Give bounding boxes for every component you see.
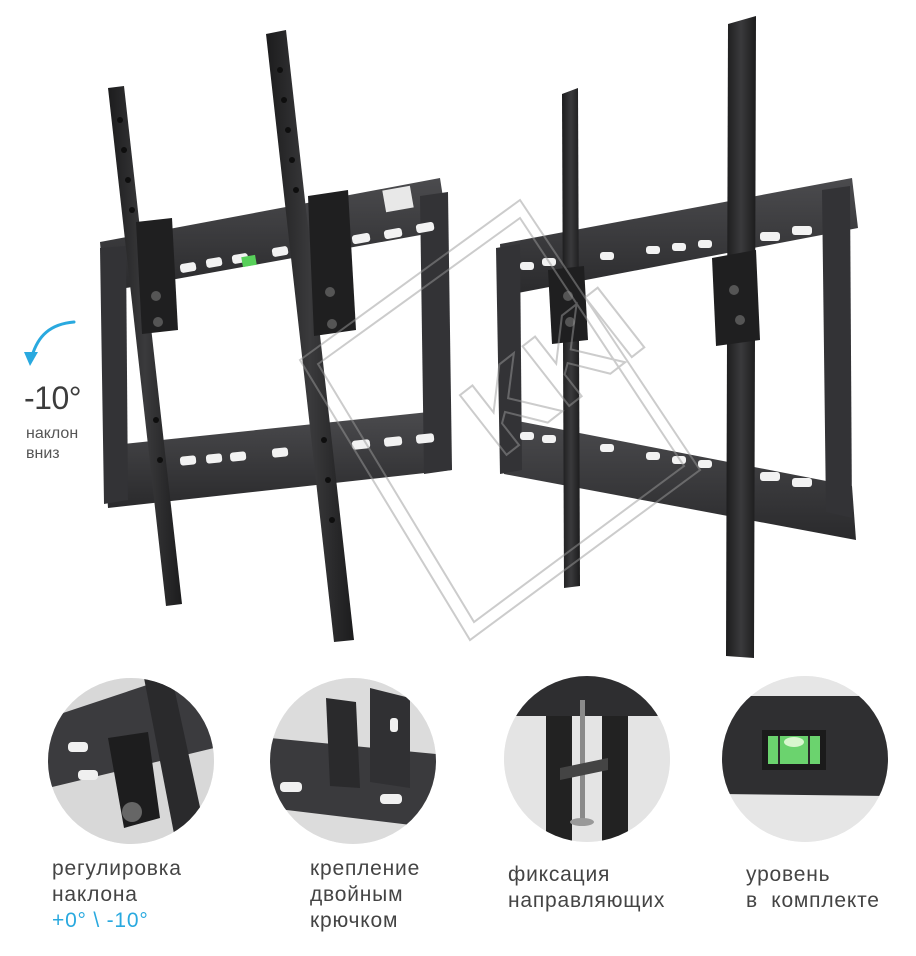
left-mount [100,30,452,642]
bubble-level-photo-icon [722,676,888,842]
feature-tilt-line1: регулировка [52,857,182,880]
feature-lock-text: фиксация направляющих [508,862,665,914]
tilt-caption-line1: наклон [26,425,79,442]
tilt-adjust-photo-icon [48,678,214,844]
feature-hook-line1: крепление [310,857,421,880]
feature-level-line2: в комплекте [746,889,880,912]
tilt-callout: -10° наклон вниз [18,318,108,468]
tilt-value: -10° [24,380,82,416]
feature-hook-line2: двойным [310,883,404,906]
feature-hook-text: крепление двойным крючком [310,856,420,934]
double-hook-photo-icon [270,678,436,844]
feature-level-text: уровень в комплекте [746,862,880,914]
feature-hook-line3: крючком [310,909,399,932]
product-scene: KKI [100,16,858,658]
feature-tilt-line2: наклона [52,883,138,906]
tilt-caption-line2: вниз [26,445,60,462]
right-mount [496,16,858,658]
tilt-caption: наклон вниз [26,424,78,464]
feature-lock-line1: фиксация [508,863,611,886]
guide-lock-photo-icon [504,676,670,842]
feature-tilt-text: регулировка наклона +0° \ -10° [52,856,182,934]
feature-level-line1: уровень [746,863,831,886]
curved-arrow-icon [24,320,76,366]
feature-tilt-range: +0° \ -10° [52,909,149,932]
feature-lock-line2: направляющих [508,889,666,912]
